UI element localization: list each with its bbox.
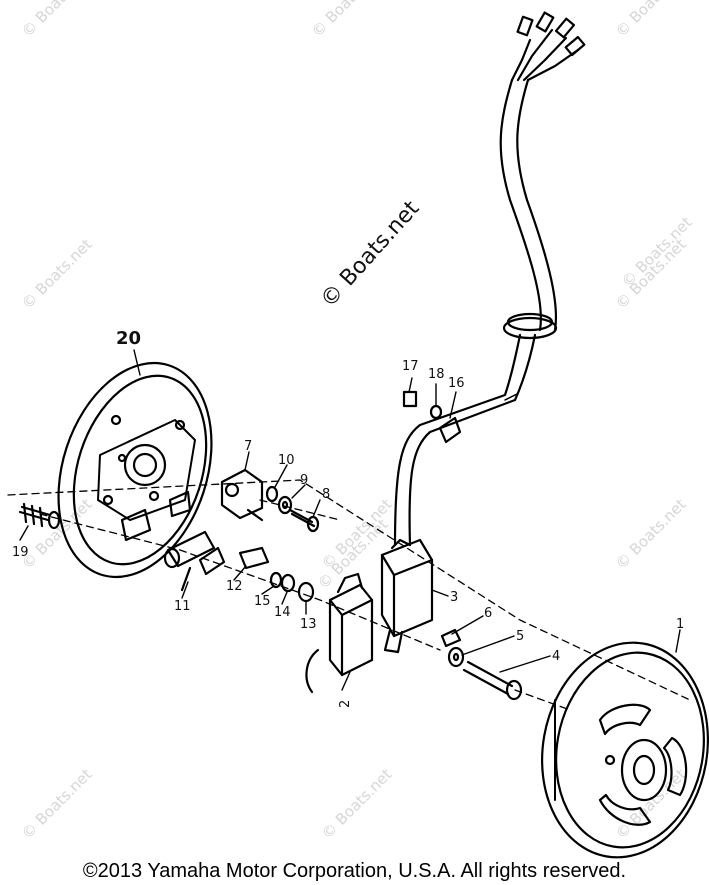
ignition-coil [380, 538, 434, 654]
flywheel [540, 641, 709, 859]
callout-16: 16 [448, 376, 465, 391]
screw-19 [18, 502, 61, 530]
callout-1: 1 [676, 617, 684, 632]
callout-13: 13 [300, 617, 317, 632]
bolt-4 [462, 660, 523, 701]
wiring-harness [393, 11, 586, 547]
stator-base-plate [57, 361, 213, 579]
callout-6: 6 [484, 606, 492, 621]
callout-8: 8 [322, 487, 330, 502]
callout-17: 17 [402, 359, 419, 374]
callout-15: 15 [254, 594, 271, 609]
leader-lines [19, 349, 681, 691]
callout-19: 19 [12, 545, 29, 560]
washer-15 [269, 571, 283, 589]
callout-4: 4 [552, 649, 560, 664]
callout-14: 14 [274, 605, 291, 620]
callout-10: 10 [278, 453, 295, 468]
contact-breaker [220, 468, 264, 522]
copyright-notice: ©2013 Yamaha Motor Corporation, U.S.A. A… [82, 860, 627, 882]
nut-12 [238, 546, 270, 570]
washer-9 [277, 495, 293, 515]
condenser [163, 530, 226, 592]
callout-12: 12 [226, 579, 243, 594]
callout-5: 5 [516, 629, 524, 644]
washer-14 [280, 573, 296, 593]
callout-18: 18 [428, 367, 445, 382]
charge-coil [305, 572, 374, 694]
washer-6 [440, 628, 462, 648]
nut-13 [297, 581, 315, 603]
callout-7: 7 [244, 439, 252, 454]
callout-11: 11 [174, 599, 191, 614]
washer-5 [447, 646, 465, 668]
callout-2: 2 [338, 700, 353, 708]
assembly-lines [7, 479, 691, 711]
harness-clamp [402, 390, 462, 444]
callout-9: 9 [300, 473, 308, 488]
washer-10 [265, 485, 279, 503]
callout-3: 3 [450, 590, 458, 605]
callout-20: 20 [116, 328, 141, 349]
